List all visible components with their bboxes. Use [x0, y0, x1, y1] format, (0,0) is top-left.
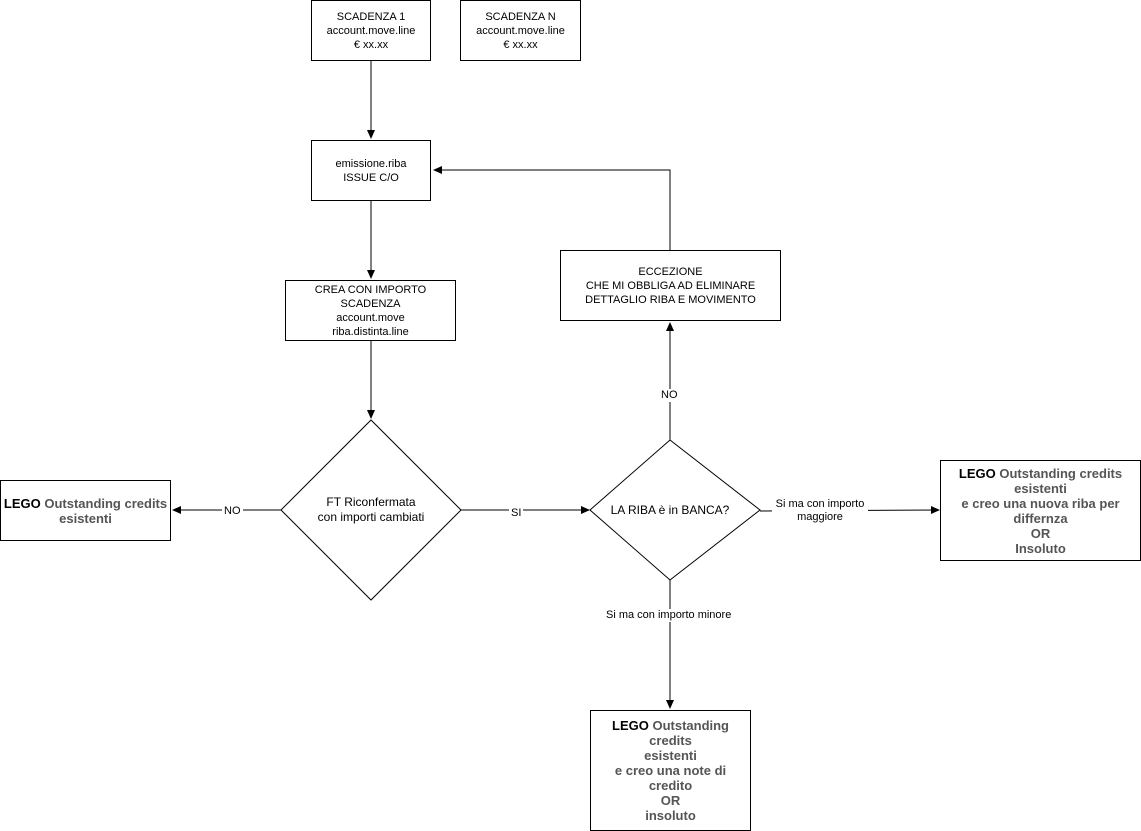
crea-move: account.move: [336, 311, 405, 324]
edge-label-minore: Si ma con importo minore: [604, 609, 734, 622]
ft-decision-line2: con importi cambiati: [317, 510, 425, 524]
scadenza-1-title: SCADENZA 1: [336, 10, 406, 23]
lego-bottom-line3: esistenti: [644, 748, 697, 763]
node-lego-bottom: LEGO Outstanding credits esistenti e cre…: [590, 710, 751, 831]
node-emissione-riba: emissione.riba ISSUE C/O: [311, 140, 431, 201]
emissione-issue: ISSUE C/O: [343, 171, 399, 184]
edge-label-no-left: NO: [222, 505, 243, 518]
lego-right-line2: esistenti: [1014, 480, 1067, 496]
node-crea-importo: CREA CON IMPORTO SCADENZA account.move r…: [285, 280, 456, 341]
lego-bottom-line7: insoluto: [645, 808, 696, 823]
lego-left-highlight: Outstanding credits: [44, 495, 168, 511]
lego-right-line3: e creo una nuova riba per: [961, 495, 1120, 511]
banca-decision-line1: LA RIBA è in BANCA?: [610, 502, 730, 517]
node-scadenza-1: SCADENZA 1 account.move.line € xx.xx: [311, 0, 431, 61]
edge-label-si: SI: [509, 507, 524, 520]
banca-decision-label: LA RIBA è in BANCA?: [595, 495, 745, 525]
eccezione-line2: CHE MI OBBLIGA AD ELIMINARE: [585, 279, 756, 292]
scadenza-n-amount: € xx.xx: [503, 38, 538, 51]
lego-left-line2: esistenti: [59, 510, 112, 526]
lego-bottom-prefix: LEGO: [612, 718, 653, 733]
lego-right-prefix: LEGO: [958, 465, 1000, 481]
lego-left-line1: LEGO Outstanding credits: [4, 496, 167, 511]
lego-right-line4: differnza: [1013, 510, 1068, 526]
lego-bottom-line2: credits: [649, 733, 692, 748]
ft-decision-line1: FT Riconfermata: [326, 495, 416, 509]
edge-label-maggiore-line1: Si ma con importo: [775, 498, 865, 510]
node-lego-right: LEGO Outstanding credits esistenti e cre…: [940, 460, 1141, 561]
scadenza-n-model: account.move.line: [476, 24, 565, 37]
lego-left-prefix: LEGO: [3, 495, 45, 511]
lego-right-line6: Insoluto: [1015, 540, 1066, 556]
scadenza-1-model: account.move.line: [326, 24, 416, 37]
lego-bottom-highlight: Outstanding: [652, 718, 729, 733]
lego-bottom-line4: e creo una note di: [614, 763, 727, 778]
lego-bottom-line5: credito: [648, 778, 693, 793]
lego-bottom-line6: OR: [660, 793, 681, 808]
crea-title: CREA CON IMPORTO: [314, 283, 427, 296]
edge-label-maggiore: Si ma con importo maggiore: [772, 498, 868, 524]
eccezione-line3: DETTAGLIO RIBA E MOVIMENTO: [585, 293, 756, 306]
scadenza-1-amount: € xx.xx: [353, 38, 389, 51]
crea-distinta-line: riba.distinta.line: [332, 325, 409, 338]
lego-bottom-line1: LEGO Outstanding: [612, 718, 729, 733]
edge-label-no-up: NO: [659, 389, 680, 402]
ft-decision-label: FT Riconfermata con importi cambiati: [291, 480, 451, 540]
node-scadenza-n: SCADENZA N account.move.line € xx.xx: [460, 0, 581, 61]
crea-scadenza: SCADENZA: [340, 297, 401, 310]
lego-right-line5: OR: [1030, 525, 1051, 541]
ft-decision-diamond: [280, 419, 462, 601]
node-eccezione: ECCEZIONE CHE MI OBBLIGA AD ELIMINARE DE…: [560, 250, 781, 321]
lego-right-highlight: Outstanding credits: [999, 465, 1123, 481]
lego-right-line1: LEGO Outstanding credits: [959, 466, 1122, 481]
scadenza-n-title: SCADENZA N: [485, 10, 556, 23]
edge-label-maggiore-line2: maggiore: [797, 511, 843, 523]
emissione-model: emissione.riba: [335, 157, 407, 170]
node-lego-left: LEGO Outstanding credits esistenti: [0, 480, 171, 541]
edge-eccezione-to-emissione: [433, 166, 671, 250]
eccezione-title: ECCEZIONE: [638, 265, 703, 278]
